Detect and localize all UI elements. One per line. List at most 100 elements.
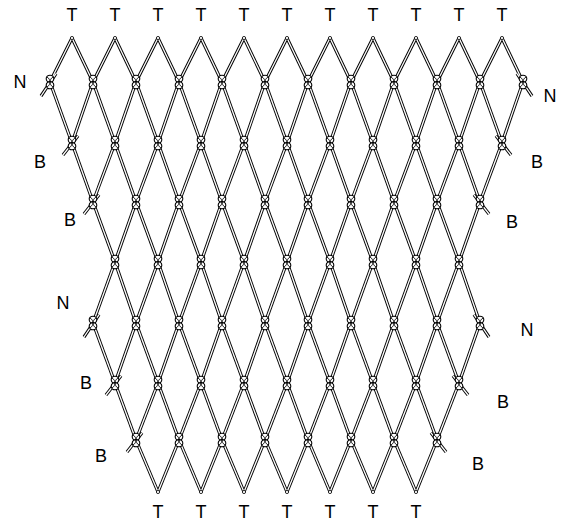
cord (136, 38, 158, 82)
sheet-bend-knot (347, 316, 355, 330)
sheet-bend-knot (283, 255, 291, 269)
cord-core (222, 202, 244, 262)
cord (179, 262, 201, 323)
sheet-bend-knot (390, 75, 398, 89)
side-edge-label: B (34, 152, 46, 172)
sheet-bend-knot (369, 255, 377, 269)
cord-core (201, 440, 222, 492)
sheet-bend-knot (476, 195, 484, 209)
cord-core (308, 38, 330, 82)
cord (480, 143, 502, 202)
mesh-cords (41, 38, 532, 492)
mesh-loop (371, 36, 374, 39)
cord-core (308, 143, 330, 202)
cord (93, 143, 115, 202)
mesh-loop (500, 36, 503, 39)
sheet-bend-knot (433, 75, 441, 89)
cord (287, 143, 308, 202)
cord (437, 202, 459, 262)
sheet-bend-knot (132, 195, 140, 209)
cord-core (136, 38, 158, 82)
cord (244, 383, 265, 440)
mesh-loop (328, 490, 331, 493)
top-edge-label: T (411, 5, 422, 25)
mesh-loop (457, 36, 460, 39)
cord-core (115, 262, 136, 323)
cord (502, 82, 523, 143)
cord (136, 323, 158, 383)
cord (437, 38, 459, 82)
mesh-loop (414, 490, 417, 493)
cord (394, 82, 416, 143)
cord-core (517, 74, 532, 96)
cord (308, 383, 330, 440)
cord-core (115, 143, 136, 202)
sheet-bend-knot (433, 316, 441, 330)
cord (351, 202, 373, 262)
cord (373, 202, 394, 262)
cord (201, 383, 222, 440)
cord (72, 82, 93, 143)
cord (222, 82, 244, 143)
cord (437, 323, 459, 383)
top-edge-label: T (239, 502, 250, 522)
cord-core (394, 143, 416, 202)
sheet-bend-knot (390, 433, 398, 447)
sheet-bend-knot (304, 316, 312, 330)
sheet-bend-knot (175, 433, 183, 447)
sheet-bend-knot (175, 75, 183, 89)
cord-core (459, 323, 480, 383)
sheet-bend-knot (240, 255, 248, 269)
sheet-bend-knot (89, 75, 97, 89)
cord-core (308, 262, 330, 323)
cord (308, 262, 330, 323)
cord-core (330, 38, 351, 82)
cord-core (179, 440, 201, 492)
sheet-bend-knot (455, 376, 463, 390)
cord (136, 383, 158, 440)
cord-core (265, 323, 287, 383)
sheet-bend-knot (476, 75, 484, 89)
sheet-bend-knot (68, 136, 76, 150)
cord (351, 323, 373, 383)
sheet-bend-knot (304, 195, 312, 209)
cord (136, 143, 158, 202)
cord-core (474, 195, 489, 214)
cord (330, 38, 351, 82)
top-edge-label: T (282, 5, 293, 25)
cord (373, 440, 394, 492)
cord (373, 38, 394, 82)
cord-core (287, 202, 308, 262)
cord (179, 82, 201, 143)
cord (201, 202, 222, 262)
cord-core (308, 202, 330, 262)
cord-core (437, 262, 459, 323)
cord (50, 38, 72, 82)
cord-core (127, 433, 142, 452)
mesh-loop (328, 36, 331, 39)
cord (459, 202, 480, 262)
cord (115, 143, 136, 202)
mesh-loop (70, 36, 73, 39)
sheet-bend-knot (261, 316, 269, 330)
cord-core (201, 143, 222, 202)
cord (115, 383, 136, 440)
cord-core (63, 136, 78, 155)
cord-core (201, 202, 222, 262)
cord-core (373, 383, 394, 440)
cord-core (394, 202, 416, 262)
cord-core (330, 202, 351, 262)
cord-core (265, 262, 287, 323)
top-edge-label: T (368, 5, 379, 25)
sheet-bend-knot (111, 376, 119, 390)
cord (115, 38, 136, 82)
sheet-bend-knot (304, 433, 312, 447)
sheet-bend-knot (197, 376, 205, 390)
cord-core (308, 440, 330, 492)
top-edge-label: T (411, 502, 422, 522)
sheet-bend-knot (132, 316, 140, 330)
cord (265, 323, 287, 383)
cord-core (50, 82, 72, 143)
cord (158, 440, 179, 492)
cord-core (394, 323, 416, 383)
